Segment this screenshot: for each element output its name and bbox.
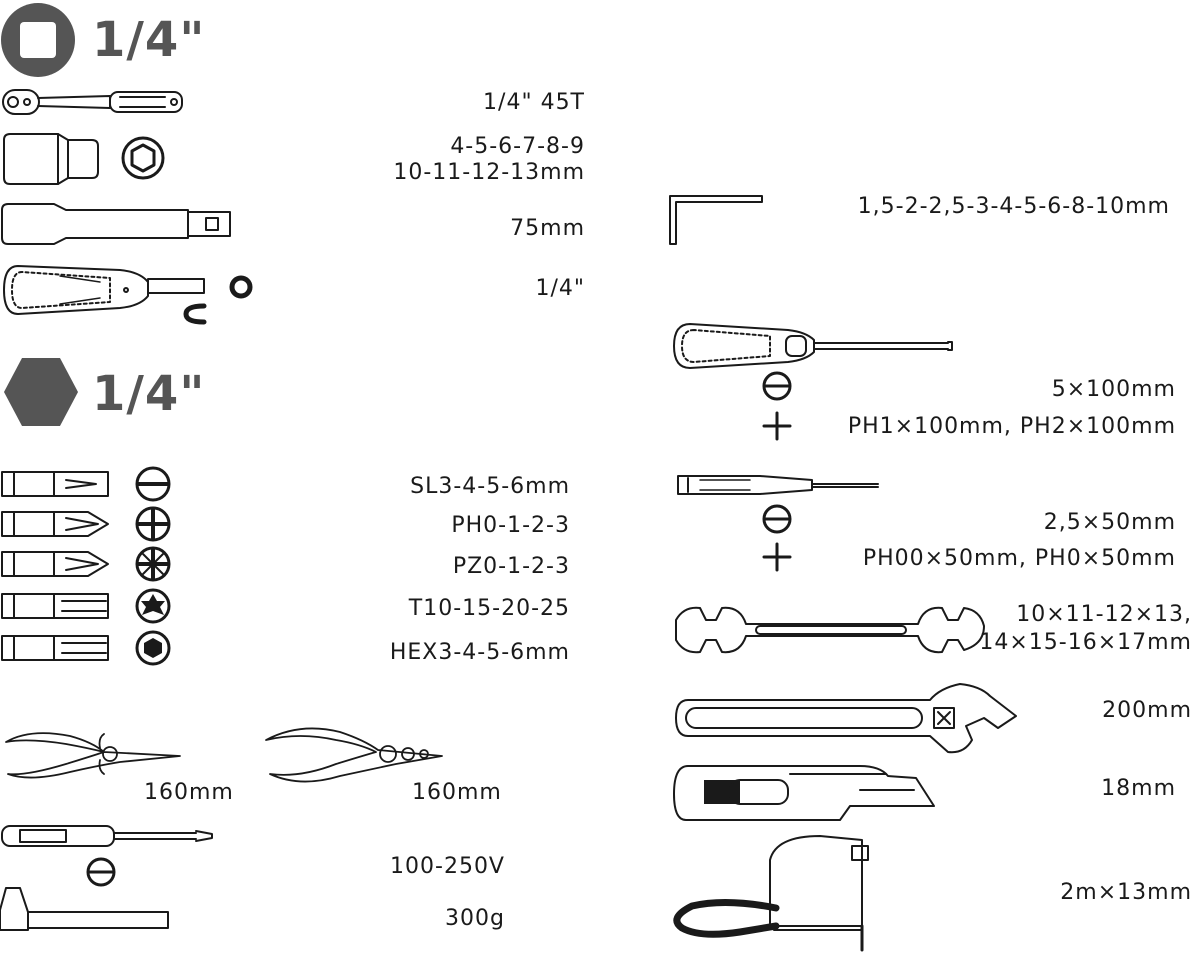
square-drive-icon <box>1 3 75 77</box>
bit-pozidriv-icon <box>1 546 171 582</box>
adjustable-wrench-label: 200mm <box>1102 698 1192 723</box>
hex-drive-heading: 1/4" <box>92 366 206 422</box>
long-nose-pliers-label: 160mm <box>144 780 234 805</box>
extension-bar-icon <box>1 203 231 245</box>
screwdriver-slotted-label: 5×100mm <box>1051 377 1176 402</box>
tape-measure-icon <box>673 835 869 952</box>
ratchet-label: 1/4" 45T <box>483 90 585 115</box>
precision-phillips-label: PH00×50mm, PH0×50mm <box>862 546 1176 571</box>
open-end-wrench-icon <box>675 606 985 654</box>
hex-drive-icon <box>4 358 78 426</box>
ratchet-icon <box>2 89 183 115</box>
bits-slotted-label: SL3-4-5-6mm <box>410 474 570 499</box>
screwdriver-icon <box>673 323 953 369</box>
bits-torx-label: T10-15-20-25 <box>408 596 570 621</box>
bit-phillips-icon <box>1 506 171 542</box>
long-nose-pliers-icon <box>5 732 181 779</box>
hammer-icon <box>0 887 169 931</box>
screwdriver-phillips-label: PH1×100mm, PH2×100mm <box>847 414 1176 439</box>
bit-torx-icon <box>1 588 171 624</box>
hex-bit-end-icon <box>229 275 253 299</box>
sockets-label-line1: 4-5-6-7-8-9 <box>450 134 585 159</box>
voltage-tester-label: 100-250V <box>390 854 505 879</box>
precision-slotted-label: 2,5×50mm <box>1043 510 1176 535</box>
precision-phillips-tip-icon <box>762 542 792 572</box>
bits-phillips-label: PH0-1-2-3 <box>451 513 570 538</box>
slotted-tip-icon <box>762 371 792 401</box>
bit-driver-label: 1/4" <box>535 276 585 301</box>
combination-pliers-icon <box>265 727 443 783</box>
adjustable-wrench-icon <box>675 683 1017 754</box>
socket-icon <box>3 133 99 185</box>
combination-pliers-label: 160mm <box>412 780 502 805</box>
tape-measure-label: 2m×13mm <box>1060 880 1192 905</box>
utility-knife-label: 18mm <box>1101 776 1176 801</box>
hammer-label: 300g <box>445 906 505 931</box>
utility-knife-icon <box>673 765 935 821</box>
hex-key-icon <box>669 195 763 245</box>
hex-keys-label: 1,5-2-2,5-3-4-5-6-8-10mm <box>857 194 1170 219</box>
sockets-label-line2: 10-11-12-13mm <box>393 160 585 185</box>
phillips-tip-icon <box>762 411 792 441</box>
precision-screwdriver-icon <box>677 475 879 495</box>
bit-slotted-icon <box>1 466 171 502</box>
bits-pozidriv-label: PZ0-1-2-3 <box>452 554 570 579</box>
wrench-label-line1: 10×11-12×13, <box>1016 602 1192 627</box>
voltage-tester-icon <box>1 825 213 887</box>
hex-socket-end-icon <box>121 136 165 180</box>
bit-hex-icon <box>1 630 171 666</box>
wrench-label-line2: 14×15-16×17mm <box>979 630 1192 655</box>
bits-hex-label: HEX3-4-5-6mm <box>389 640 570 665</box>
bit-driver-icon <box>3 265 207 325</box>
square-drive-heading: 1/4" <box>92 12 206 68</box>
precision-slotted-tip-icon <box>762 504 792 534</box>
extension-label: 75mm <box>510 216 585 241</box>
